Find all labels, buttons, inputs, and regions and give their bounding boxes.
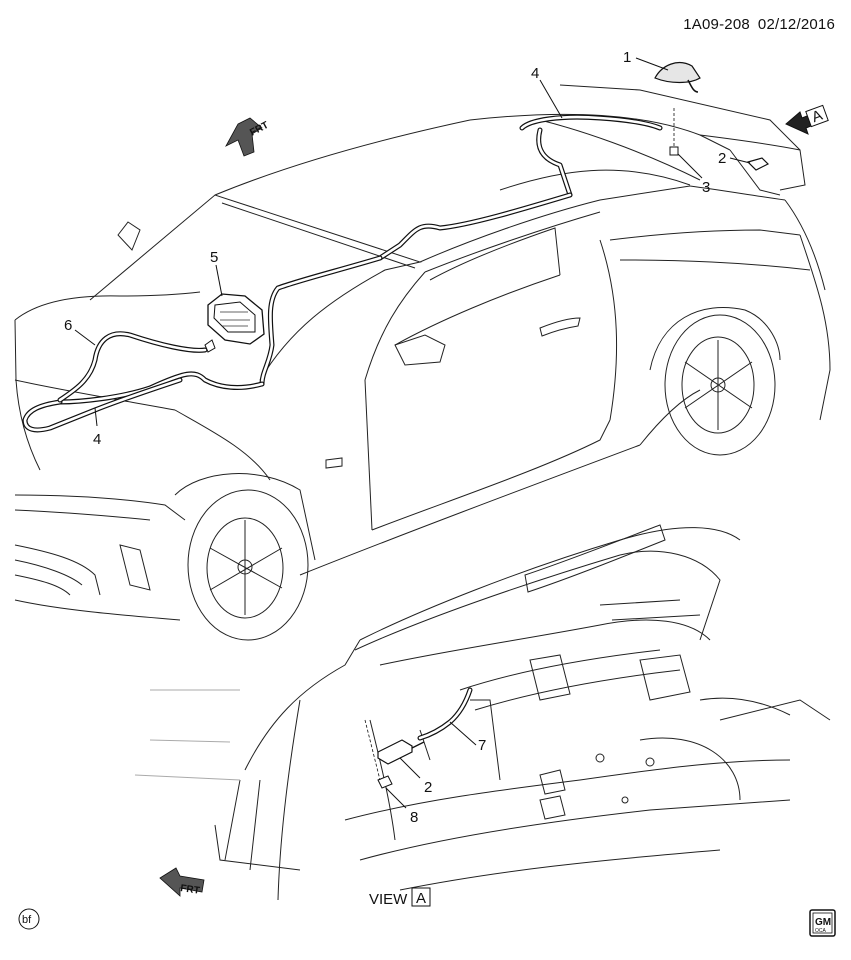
svg-text:7: 7	[478, 737, 486, 754]
callout-3: 3	[677, 153, 710, 196]
connector-2-top	[746, 157, 770, 171]
callout-6: 6	[64, 317, 96, 346]
svg-text:2: 2	[424, 779, 432, 796]
svg-text:FRT: FRT	[180, 883, 201, 897]
svg-text:6: 6	[64, 317, 72, 334]
svg-text:2: 2	[718, 150, 726, 167]
svg-text:GM: GM	[815, 917, 831, 928]
callout-8: 8	[385, 787, 418, 826]
svg-text:4: 4	[93, 431, 101, 448]
antenna-cable-harness-4-front	[22, 371, 265, 433]
antenna-module-5	[204, 293, 265, 353]
trunk-interior-illustration	[134, 524, 831, 901]
svg-text:A: A	[416, 890, 426, 907]
callout-2-top: 2	[718, 150, 751, 167]
view-a-label: VIEW A	[369, 887, 431, 908]
svg-text:1: 1	[623, 49, 631, 66]
callout-5: 5	[210, 249, 223, 297]
callout-7: 7	[449, 721, 486, 754]
svg-text:5: 5	[210, 249, 218, 266]
antenna-nut-3	[669, 108, 679, 156]
svg-text:4: 4	[531, 65, 539, 82]
callout-4-top: 4	[531, 65, 563, 119]
gm-logo-icon: GM OCA	[809, 909, 836, 937]
svg-text:3: 3	[702, 179, 710, 196]
diagram-header: 1A09-208 02/12/2016	[683, 16, 835, 33]
diagram-date: 02/12/2016	[757, 16, 835, 33]
roof-antenna-1	[654, 62, 701, 93]
frt-arrow-icon: FRT	[159, 867, 205, 897]
svg-text:bf: bf	[22, 914, 32, 926]
svg-text:8: 8	[410, 809, 418, 826]
diagram-id: 1A09-208	[683, 16, 750, 33]
callout-4-front: 4	[93, 407, 101, 448]
svg-text:OCA: OCA	[815, 928, 827, 934]
frt-arrow-icon: FRT	[225, 117, 271, 157]
svg-text:VIEW: VIEW	[369, 891, 408, 908]
car-body-illustration	[14, 84, 831, 641]
bf-badge-icon: bf	[18, 908, 40, 930]
connector-2-bottom	[377, 739, 425, 765]
cable-harness-7	[417, 687, 473, 741]
view-a-arrow-icon: A	[785, 104, 829, 135]
callout-1: 1	[623, 49, 669, 71]
antenna-cable-harness-6	[57, 331, 208, 403]
antenna-cable-harness-4-top	[259, 114, 663, 387]
callout-2-bottom: 2	[399, 757, 432, 796]
fastener-8	[364, 719, 393, 789]
